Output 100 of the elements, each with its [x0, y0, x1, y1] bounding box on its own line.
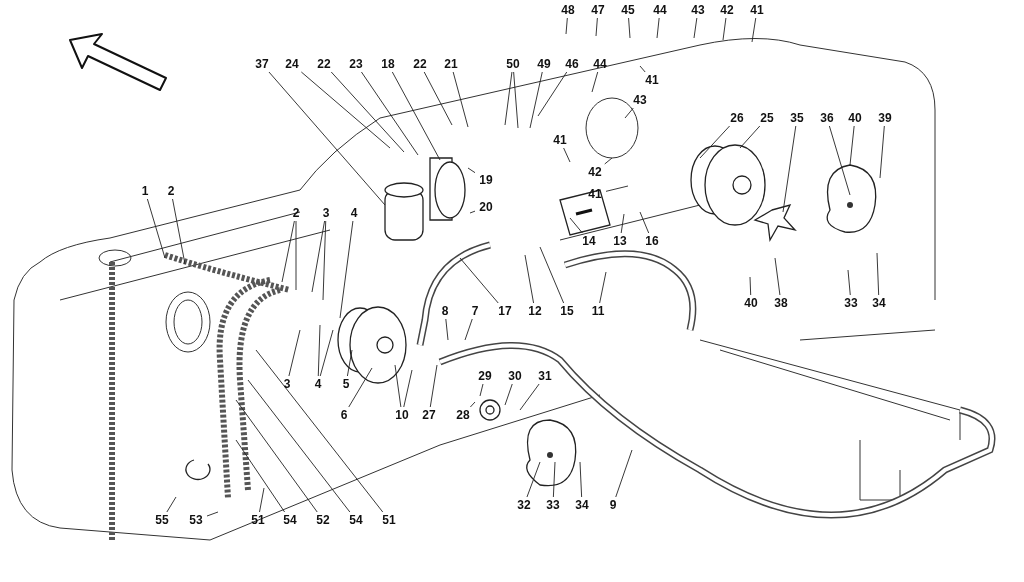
callout-number: 6	[333, 407, 355, 423]
callout-number: 24	[281, 56, 303, 72]
callout-number: 47	[587, 2, 609, 18]
leader-line	[339, 220, 354, 319]
leader-line	[295, 220, 297, 291]
callout-number: 39	[874, 110, 896, 126]
callout-number: 3	[276, 376, 298, 392]
callout-number: 11	[587, 303, 609, 319]
callout-number: 21	[440, 56, 462, 72]
callout-number: 22	[409, 56, 431, 72]
callout-number: 32	[513, 497, 535, 513]
callout-number: 34	[868, 295, 890, 311]
leader-line	[595, 17, 598, 37]
callout-number: 15	[556, 303, 578, 319]
callout-number: 41	[746, 2, 768, 18]
callout-number: 29	[474, 368, 496, 384]
callout-number: 3	[315, 205, 337, 221]
leader-line	[423, 71, 453, 126]
callout-number: 42	[584, 164, 606, 180]
leader-line	[539, 246, 565, 304]
leader-line	[828, 125, 851, 196]
leader-line	[639, 211, 650, 234]
leader-line	[469, 401, 476, 408]
callout-number: 19	[475, 172, 497, 188]
leader-line	[526, 461, 541, 498]
callout-number: 40	[844, 110, 866, 126]
leader-line	[288, 329, 301, 377]
leader-line	[722, 17, 727, 41]
leader-line	[774, 257, 781, 296]
leader-line	[235, 399, 318, 513]
leader-line	[504, 383, 513, 406]
callout-number: 51	[378, 512, 400, 528]
leader-line	[445, 318, 449, 341]
leader-line	[319, 329, 334, 377]
leader-line	[464, 318, 473, 341]
callout-number: 53	[185, 512, 207, 528]
leader-line	[849, 125, 855, 166]
callout-number: 20	[475, 199, 497, 215]
leader-line	[782, 125, 797, 213]
leader-line	[391, 71, 441, 161]
leader-line	[879, 125, 885, 179]
leader-line	[429, 364, 438, 408]
leader-line	[300, 71, 391, 149]
leader-line	[529, 71, 543, 129]
leader-line	[639, 65, 646, 73]
leader-line	[166, 496, 177, 513]
callout-number: 4	[307, 376, 329, 392]
callout-number: 5	[335, 376, 357, 392]
callout-number: 40	[740, 295, 762, 311]
leader-line	[361, 71, 419, 156]
leader-line	[268, 71, 386, 206]
callout-number: 48	[557, 2, 579, 18]
leader-line	[524, 254, 535, 304]
callout-number: 17	[494, 303, 516, 319]
leader-line	[628, 17, 631, 39]
callout-number: 13	[609, 233, 631, 249]
leader-line	[459, 257, 499, 304]
leader-line	[479, 383, 484, 397]
leader-line	[620, 213, 625, 234]
leader-line	[552, 461, 556, 498]
leader-line	[259, 487, 265, 513]
callout-number: 54	[345, 512, 367, 528]
callout-number: 28	[452, 407, 474, 423]
leader-line	[876, 252, 880, 296]
callout-number: 22	[313, 56, 335, 72]
leader-line	[537, 71, 568, 117]
callout-number: 35	[786, 110, 808, 126]
leader-line	[656, 17, 660, 39]
callout-number: 12	[524, 303, 546, 319]
callout-number: 31	[534, 368, 556, 384]
leader-line	[348, 367, 373, 408]
leader-line	[146, 198, 166, 259]
leader-line	[751, 17, 757, 43]
leader-line	[605, 185, 629, 192]
leader-line	[604, 157, 613, 165]
callout-number: 44	[589, 56, 611, 72]
callout-number: 34	[571, 497, 593, 513]
leader-line	[693, 17, 698, 39]
leader-line	[519, 383, 540, 411]
leader-line	[394, 364, 402, 408]
leader-line	[563, 147, 571, 163]
callout-number: 46	[561, 56, 583, 72]
leader-line	[452, 71, 469, 128]
callout-number: 25	[756, 110, 778, 126]
leader-line	[504, 71, 513, 126]
leader-line	[513, 71, 519, 129]
callout-number: 41	[641, 72, 663, 88]
callout-number: 37	[251, 56, 273, 72]
callout-number: 18	[377, 56, 399, 72]
callout-number: 50	[502, 56, 524, 72]
leader-line	[467, 167, 476, 174]
callout-number: 44	[649, 2, 671, 18]
leader-line	[311, 220, 326, 293]
callout-number: 55	[151, 512, 173, 528]
callout-number: 26	[726, 110, 748, 126]
leader-line	[599, 271, 607, 304]
callout-number: 27	[418, 407, 440, 423]
callout-number: 43	[629, 92, 651, 108]
callout-number: 41	[549, 132, 571, 148]
leader-line	[699, 125, 731, 159]
